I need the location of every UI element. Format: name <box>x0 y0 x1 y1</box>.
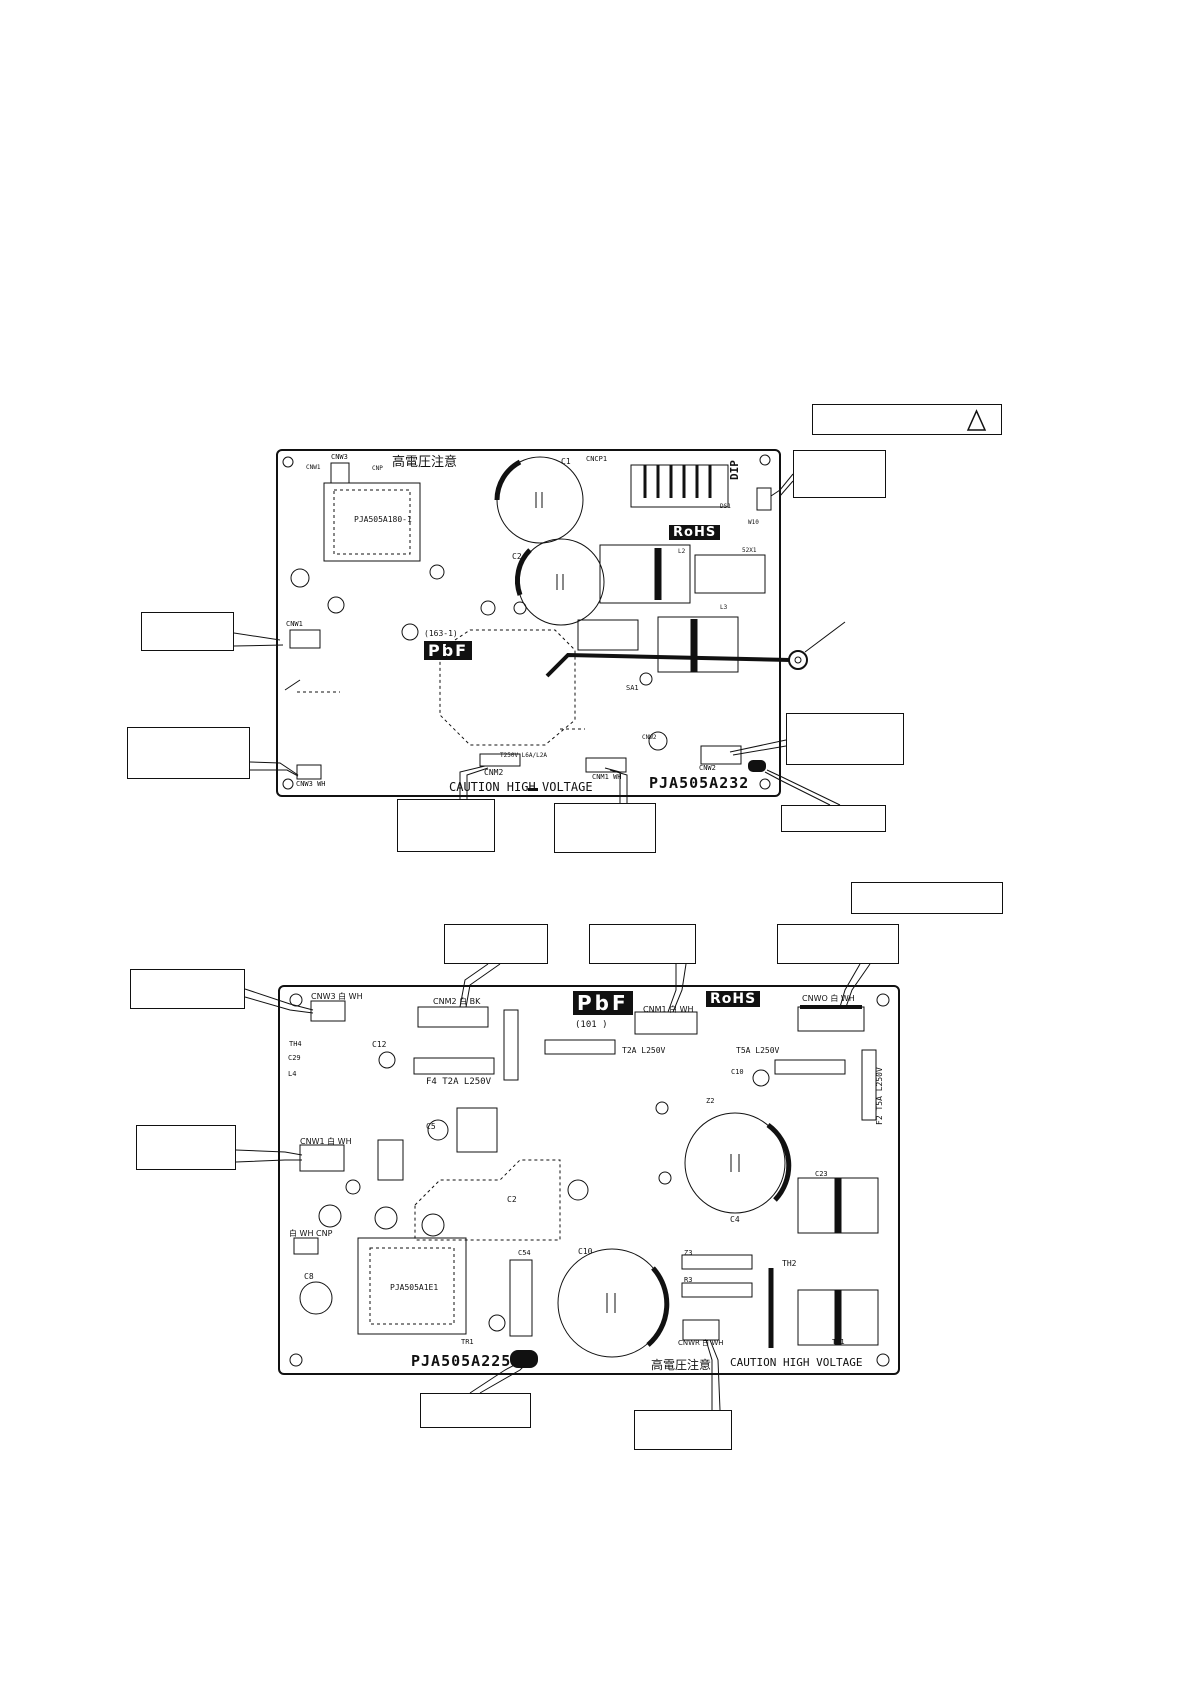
bottom-c1-label: C10 <box>578 1247 593 1256</box>
callout-top-cnw2 <box>786 713 904 765</box>
top-dip-label: DIP <box>728 460 741 480</box>
bottom-c12-label: C12 <box>372 1040 387 1049</box>
bottom-cnw3-label: CNW3 白 WH <box>311 992 363 1001</box>
callout-bottom-cnw3 <box>130 969 245 1009</box>
pcb-top <box>276 449 781 797</box>
callout-bottom-cnm1 <box>589 924 696 964</box>
top-cnm2-label: CNM2 <box>484 768 504 777</box>
bottom-tr1-label: TR1 <box>461 1338 474 1346</box>
top-warning-jp: 高電圧注意 <box>392 455 458 470</box>
callout-top-cnw3 <box>127 727 250 779</box>
bottom-fuse-f2: F2 T5A L250V <box>875 1067 884 1125</box>
bottom-cnwr-label: CNWR 白 WH <box>678 1339 724 1347</box>
top-52x1-label: 52X1 <box>742 547 757 554</box>
top-tr1-label: CNW1 <box>306 464 321 471</box>
top-f3-label: SA1 <box>626 684 639 692</box>
bottom-w1-label: Z2 <box>706 1097 715 1105</box>
bottom-l4-label: L4 <box>288 1070 297 1078</box>
bottom-cnwo-label: CNWO 白 WH <box>802 994 855 1003</box>
callout-bottom-cnwr <box>634 1410 732 1450</box>
bottom-cnp-label: 白 WH CNP <box>289 1229 333 1238</box>
bottom-fuse-f3: T2A L250V <box>622 1046 666 1055</box>
bottom-sa1-label: C10 <box>731 1068 744 1076</box>
callout-bottom-cnm2 <box>444 924 548 964</box>
top-caption-box <box>812 404 1002 435</box>
bottom-th3-label: R3 <box>684 1276 693 1284</box>
callout-top-cnwz <box>793 450 886 498</box>
top-w10-label: W10 <box>748 519 759 526</box>
top-cncp1-label: CNCP1 <box>586 455 608 463</box>
bottom-cnm1-label: CNM1 白 WH <box>643 1005 694 1014</box>
top-cnw1-label: CNW1 <box>286 620 303 628</box>
top-pbf-logo: PbF <box>424 641 473 660</box>
bottom-r29-label: C2 <box>507 1195 517 1204</box>
bottom-part-number: PJA505A225 <box>411 1352 512 1370</box>
top-cnw3-label: CNW3 WH <box>296 780 326 788</box>
top-fuse-rating: T250V L6A/L2A <box>500 752 547 759</box>
top-rohs-logo: RoHS <box>669 525 721 540</box>
callout-top-partno <box>781 805 886 832</box>
bottom-fuse-f1: T5A L250V <box>736 1046 780 1055</box>
bottom-caption-box <box>851 882 1003 914</box>
bottom-l1-label: C23 <box>815 1170 828 1178</box>
callout-top-cnm1 <box>554 803 656 853</box>
bottom-l2-label: TH1 <box>832 1338 845 1346</box>
top-r21-label: CNP <box>372 465 383 472</box>
bottom-th4-label: TH4 <box>289 1040 302 1048</box>
bottom-fuse-f4: F4 T2A L250V <box>426 1077 492 1087</box>
bottom-cnm2-label: CNM2 白 BK <box>433 997 481 1006</box>
callout-top-cnm2 <box>397 799 495 852</box>
bottom-c29-label: C29 <box>288 1054 301 1062</box>
bottom-pbf-logo: PbF <box>573 991 633 1015</box>
top-caution-bar <box>528 788 538 791</box>
bottom-rohs-logo: RoHS <box>706 991 761 1007</box>
bottom-pbf-sub: (101 ) <box>575 1020 608 1030</box>
callout-bottom-cnw1 <box>136 1125 236 1170</box>
top-cnm1-label: CNM1 WH <box>592 773 622 781</box>
bottom-th2-label: Z3 <box>684 1249 693 1257</box>
top-c1-label: C1 <box>561 457 571 466</box>
bottom-c2-label: C4 <box>730 1215 740 1224</box>
top-pbf-sub: (163-1) <box>424 629 458 638</box>
callout-bottom-partno <box>420 1393 531 1428</box>
top-part-number: PJA505A232 <box>649 774 750 792</box>
callout-bottom-cnwo <box>777 924 899 964</box>
top-transformer-label: PJA505A180-1 <box>354 515 412 524</box>
top-voltage-text: VOLTAGE <box>542 780 593 794</box>
bottom-c7-label: C5 <box>426 1122 436 1131</box>
top-cnw2-label: CNW2 <box>699 764 716 772</box>
bottom-warning-jp: 高電圧注意 <box>651 1358 712 1372</box>
bottom-caution-text: CAUTION HIGH VOLTAGE <box>730 1356 863 1369</box>
top-caution-text: CAUTION HIGH <box>449 780 536 794</box>
bottom-cnw1-label: CNW1 白 WH <box>300 1137 352 1146</box>
callout-top-cnw1 <box>141 612 234 651</box>
bottom-transformer-label: PJA505A1E1 <box>390 1283 439 1292</box>
bottom-ds1-label: TH2 <box>782 1259 797 1268</box>
top-c2-label: C2 <box>512 552 522 561</box>
bottom-c8-label: C8 <box>304 1272 314 1281</box>
bottom-ic1-label: C54 <box>518 1249 531 1257</box>
top-sa1-label: CNW2 <box>642 734 657 741</box>
top-l3-label: L3 <box>720 604 728 611</box>
top-cnp-label: CNW3 <box>331 453 348 461</box>
top-l2-label: L2 <box>678 548 686 555</box>
top-ds1-label: DS1 <box>720 503 731 510</box>
